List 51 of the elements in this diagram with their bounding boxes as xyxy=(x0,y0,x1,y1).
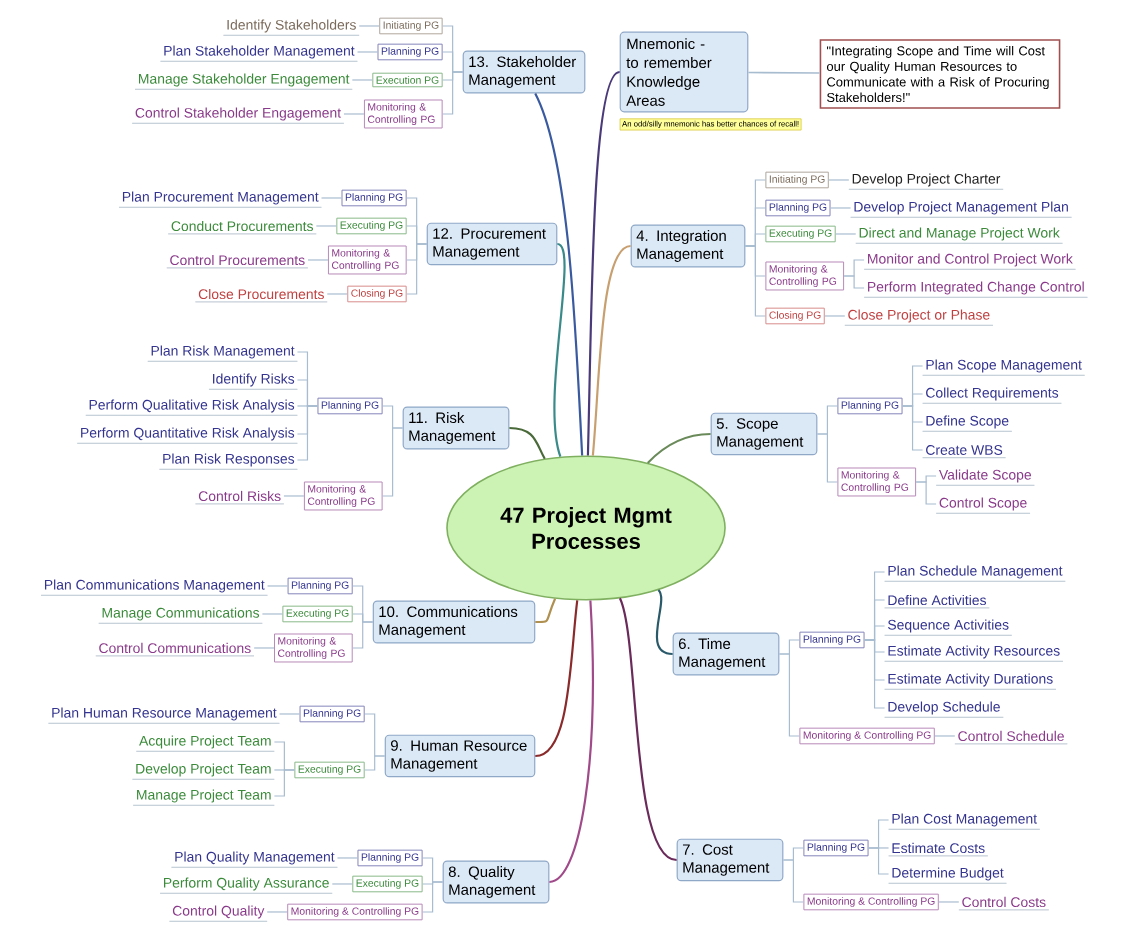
connector-line xyxy=(829,207,852,209)
connector-line xyxy=(320,197,343,199)
connector-line xyxy=(326,293,348,295)
connector-line xyxy=(382,427,404,497)
connector-line xyxy=(747,71,821,74)
connector-line xyxy=(307,259,329,261)
branch-curve xyxy=(586,71,621,456)
connector-line xyxy=(273,769,295,797)
connector-line xyxy=(283,495,305,497)
connector-line xyxy=(816,433,838,483)
connector-line xyxy=(358,25,380,27)
branch-curve xyxy=(509,426,546,460)
connector-line xyxy=(356,51,379,53)
connector-line xyxy=(843,275,865,289)
connector-line xyxy=(296,405,319,461)
connector-line xyxy=(266,585,289,587)
connector-line xyxy=(351,79,373,81)
connector-line xyxy=(266,911,288,913)
branch-curve xyxy=(535,600,579,758)
branch-curve xyxy=(535,598,557,624)
connector-line xyxy=(863,639,886,709)
connector-line xyxy=(782,859,804,903)
connector-line xyxy=(278,713,301,715)
branch-curve xyxy=(534,93,584,456)
connector-line xyxy=(938,901,960,903)
connector-line xyxy=(915,481,937,505)
connector-line xyxy=(364,755,386,771)
branch-curve xyxy=(549,600,594,883)
connector-line xyxy=(352,621,374,649)
branch-curve xyxy=(655,589,673,656)
connector-line xyxy=(253,647,275,649)
connector-line xyxy=(828,179,850,181)
connector-line xyxy=(406,243,428,295)
connector-line xyxy=(744,245,766,317)
branch-curve xyxy=(646,432,711,464)
connector-line xyxy=(778,653,800,737)
connector-line xyxy=(331,883,353,885)
branch-curve xyxy=(553,243,566,457)
connector-line xyxy=(343,113,365,115)
connector-line xyxy=(835,233,857,235)
connector-line xyxy=(901,405,924,451)
branch-curve xyxy=(591,244,632,456)
connector-line xyxy=(336,857,359,859)
connector-line xyxy=(824,315,846,317)
connector-line xyxy=(867,847,890,875)
connector-line xyxy=(261,613,283,615)
connector-line xyxy=(315,225,337,227)
connector-line xyxy=(934,735,956,737)
connector-line xyxy=(422,881,444,913)
connector-line xyxy=(442,71,464,115)
branch-curve xyxy=(618,598,678,861)
